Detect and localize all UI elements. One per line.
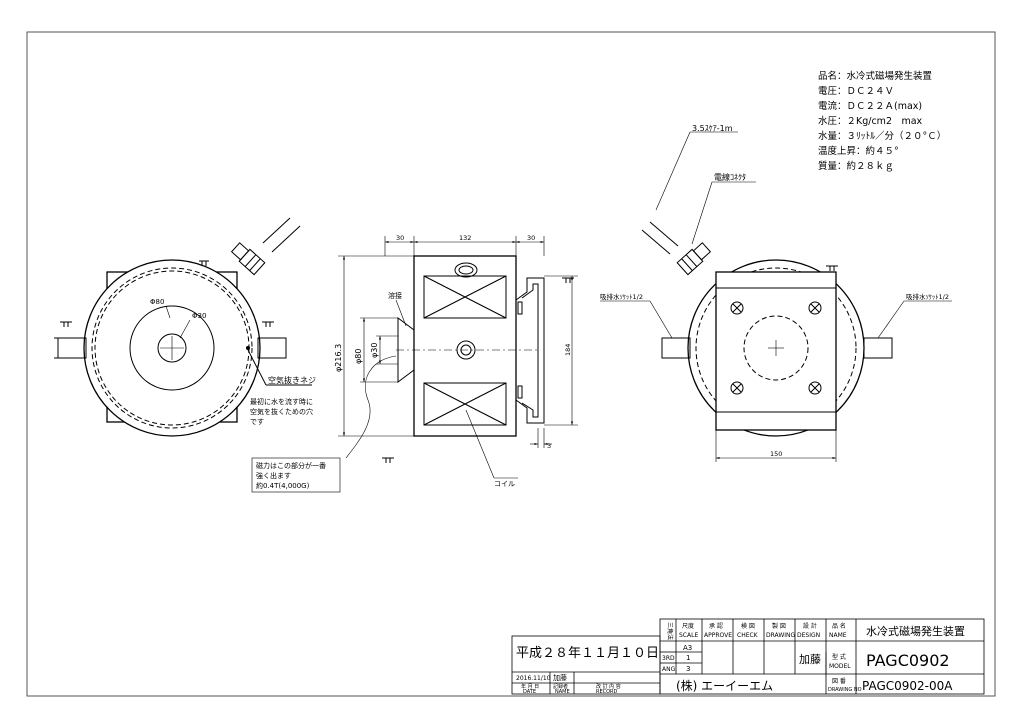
header-name-en: NAME bbox=[829, 632, 847, 639]
dim-top-mid: 132 bbox=[459, 234, 471, 242]
middle-view bbox=[251, 236, 578, 493]
record-date: 2016.11/10 bbox=[516, 675, 551, 682]
name-header-jp: 記録者 bbox=[553, 683, 568, 690]
dim-top-right: 30 bbox=[527, 234, 535, 242]
spec-line: 電圧：ＤＣ２４Ｖ bbox=[818, 86, 894, 97]
phi30-label: Φ30 bbox=[192, 312, 206, 320]
magnet-note-line-1: 磁力はこの部分が一番 bbox=[256, 461, 326, 470]
header-check-en: CHECK bbox=[737, 632, 759, 639]
date-big: 平成２８年１１月１０日 bbox=[516, 646, 659, 661]
title-block bbox=[511, 618, 985, 695]
date-header-en: DATE bbox=[523, 689, 536, 695]
air-note-line-2: 空気を抜くための穴 bbox=[250, 407, 313, 416]
phi80-label: Φ80 bbox=[150, 298, 164, 306]
air-note-line-1: 最初に水を流す時に bbox=[250, 397, 313, 406]
scale-den: 3 bbox=[686, 665, 690, 673]
record-name: 加藤 bbox=[553, 673, 567, 682]
model-jp: 型 式 bbox=[832, 653, 846, 661]
header-design-en: DESIGN bbox=[797, 632, 820, 639]
company-name: (株) エーイーエム bbox=[676, 678, 773, 693]
magnet-note-line-2: 強く出ます bbox=[256, 471, 291, 480]
date-header-jp: 年 月 日 bbox=[521, 683, 539, 690]
header-approve-jp: 承 認 bbox=[709, 622, 723, 630]
air-note-line-3: です bbox=[250, 418, 264, 426]
drawing-number: PAGC0902-00A bbox=[862, 679, 953, 693]
model-en: MODEL bbox=[829, 663, 851, 670]
header-name-jp: 品 名 bbox=[832, 622, 846, 630]
right-view bbox=[600, 131, 952, 462]
dim-top-left: 30 bbox=[396, 234, 404, 242]
header-scale-en: SCALE bbox=[679, 632, 698, 639]
spec-line: 質量：約２８ｋｇ bbox=[818, 160, 894, 172]
header-design-jp: 設 計 bbox=[803, 622, 817, 630]
spec-line: 水圧：２Kg/cm2 max bbox=[818, 115, 923, 127]
sankaku-label: 三角法 bbox=[666, 622, 674, 640]
record-header-en: RECORD bbox=[596, 689, 618, 695]
cable-label: 3.5ｽｹｱ-1m bbox=[692, 124, 733, 133]
spec-line: 水量：３ﾘｯﾄﾙ／分（２０°Ｃ） bbox=[818, 130, 946, 142]
socket-right-label: 吸排水ｿｹｯﾄ1/2 bbox=[906, 292, 949, 301]
sheet-border bbox=[26, 31, 996, 697]
header-drawing-jp: 製 図 bbox=[772, 622, 786, 630]
dim-dia-total: φ216.3 bbox=[334, 344, 343, 372]
scale-paper: A3 bbox=[683, 644, 692, 652]
header-scale-jp: 尺度 bbox=[682, 622, 694, 630]
left-view bbox=[54, 217, 312, 437]
third-label: 3RD bbox=[662, 655, 675, 662]
dim-width-150: 150 bbox=[770, 450, 782, 458]
spec-list: 品名：水冷式磁場発生装置 電圧：ＤＣ２４Ｖ 電流：ＤＣ２２Ａ(max) 水圧：２… bbox=[818, 70, 946, 172]
scale-num: 1 bbox=[686, 654, 690, 662]
name-header-en: NAME bbox=[555, 689, 570, 695]
header-drawing-en: DRAWING bbox=[766, 632, 796, 639]
designer-name: 加藤 bbox=[799, 653, 821, 666]
coil-label: コイル bbox=[494, 480, 515, 488]
socket-left-label: 吸排水ｿｹｯﾄ1/2 bbox=[600, 292, 643, 301]
record-header-jp: 改 訂 内 容 bbox=[596, 683, 621, 690]
dim-dia-30: φ30 bbox=[370, 343, 379, 358]
dim-thick-3: 3 bbox=[547, 442, 551, 450]
connector-label: 電線ｺﾈｸﾀ bbox=[714, 172, 746, 182]
air-screw-label: 空気抜きネジ bbox=[268, 375, 316, 385]
product-name: 水冷式磁場発生装置 bbox=[866, 624, 965, 638]
spec-line: 品名：水冷式磁場発生装置 bbox=[818, 70, 932, 82]
dim-height-184: 184 bbox=[564, 344, 572, 356]
drawing-no-jp: 図 番 bbox=[832, 678, 846, 685]
magnet-note-line-3: 約0.4T(4,000G) bbox=[256, 481, 310, 490]
model-number: PAGC0902 bbox=[866, 651, 950, 670]
header-check-jp: 検 図 bbox=[741, 622, 755, 630]
spec-line: 電流：ＤＣ２２Ａ(max) bbox=[818, 100, 922, 112]
header-approve-en: APPROVE bbox=[704, 632, 732, 639]
drawing-no-en: DRAWING NO bbox=[828, 687, 862, 693]
weld-label: 溶接 bbox=[388, 291, 402, 300]
ang-label: ANG. bbox=[662, 666, 677, 673]
spec-line: 温度上昇：約４５° bbox=[818, 145, 899, 157]
dim-dia-80: φ80 bbox=[354, 349, 363, 364]
